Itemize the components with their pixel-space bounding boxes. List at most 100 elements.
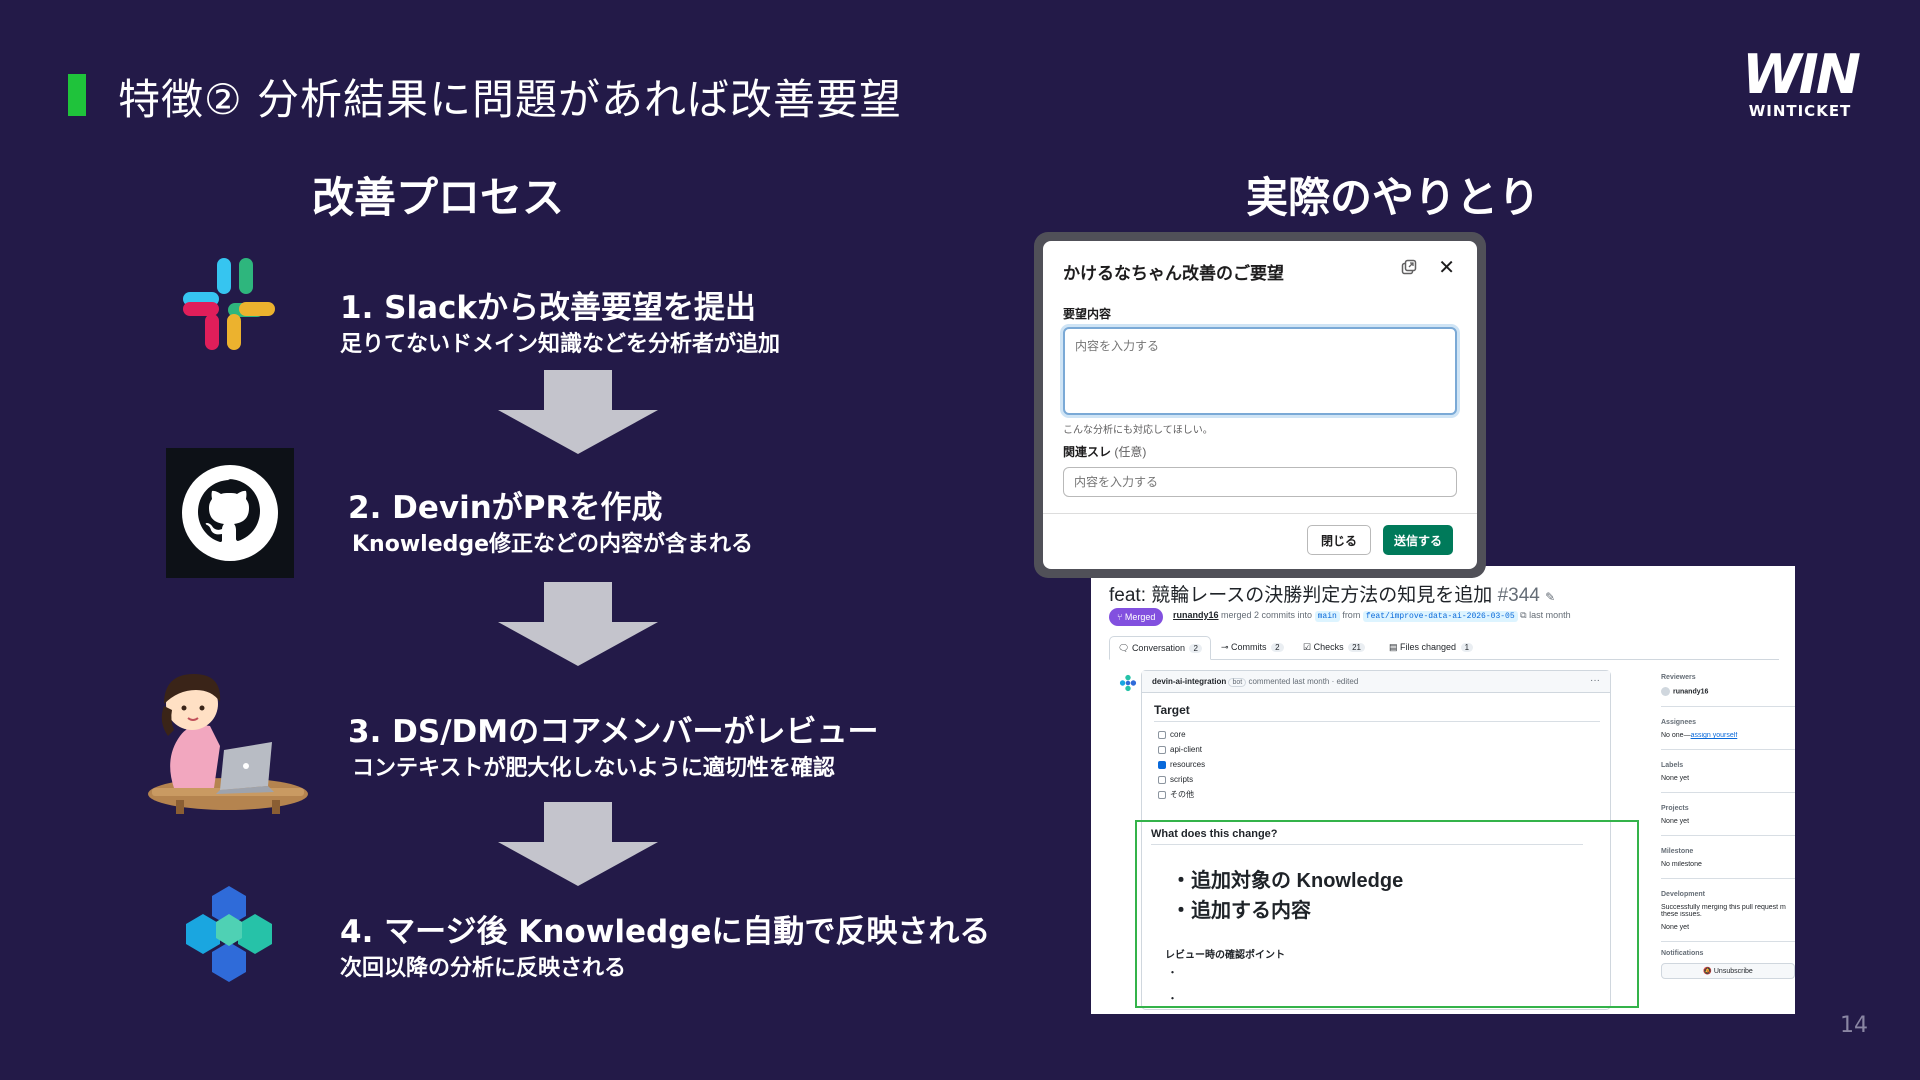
checkbox[interactable] xyxy=(1158,746,1166,754)
external-window-icon[interactable] xyxy=(1401,259,1417,275)
tab-count: 2 xyxy=(1189,644,1201,653)
pr-meta: runandy16 merged 2 commits into main fro… xyxy=(1173,610,1571,621)
sidebar-heading: Notifications xyxy=(1661,950,1795,957)
head-branch[interactable]: feat/improve-data-ai-2026-03-05 xyxy=(1363,611,1518,622)
tab-label: Checks xyxy=(1314,642,1344,652)
milestone-section[interactable]: Milestone No milestone xyxy=(1661,844,1795,879)
tab-files-changed[interactable]: ▤ Files changed 1 xyxy=(1381,636,1481,660)
labels-value: None yet xyxy=(1661,775,1795,782)
devin-avatar-icon xyxy=(1119,674,1137,692)
down-arrow-2 xyxy=(498,582,658,666)
checklist-item: core xyxy=(1158,727,1205,742)
checkbox[interactable] xyxy=(1158,776,1166,784)
step-1-title: 1. Slackから改善要望を提出 xyxy=(340,282,756,327)
projects-value: None yet xyxy=(1661,818,1795,825)
assign-yourself-link[interactable]: assign yourself xyxy=(1691,732,1738,739)
thread-input[interactable] xyxy=(1063,467,1457,497)
unsubscribe-label: Unsubscribe xyxy=(1714,968,1753,975)
what-heading: What does this change? xyxy=(1151,828,1278,840)
step-2-title: 2. DevinがPRを作成 xyxy=(348,482,662,527)
request-textarea[interactable] xyxy=(1063,327,1457,415)
checklist-label: その他 xyxy=(1170,790,1194,799)
checklist-label: api-client xyxy=(1170,745,1202,754)
down-arrow-1 xyxy=(498,370,658,454)
development-value: None yet xyxy=(1661,924,1795,931)
step-2-sub: Knowledge修正などの内容が含まれる xyxy=(352,526,753,558)
step-1-sub: 足りてないドメイン知識などを分析者が追加 xyxy=(340,326,780,358)
sidebar-heading: Milestone xyxy=(1661,848,1795,855)
copy-icon[interactable]: ⧉ xyxy=(1520,610,1526,620)
tab-count: 21 xyxy=(1348,643,1365,652)
down-arrow-3 xyxy=(498,802,658,886)
labels-section[interactable]: Labels None yet xyxy=(1661,758,1795,793)
github-icon xyxy=(166,448,294,578)
divider xyxy=(1151,844,1583,845)
checkbox[interactable] xyxy=(1158,731,1166,739)
close-icon[interactable]: ✕ xyxy=(1438,255,1455,280)
send-button[interactable]: 送信する xyxy=(1383,525,1453,555)
pr-tabs: 🗨 Conversation 2 ⊸ Commits 2 ☑ Checks 21… xyxy=(1109,636,1779,660)
merge-icon: ⑂ xyxy=(1117,612,1125,622)
comment-author[interactable]: devin-ai-integration xyxy=(1152,677,1226,686)
reviewer-value: runandy16 xyxy=(1661,687,1795,696)
pr-sidebar: Reviewers runandy16 Assignees No one—ass… xyxy=(1661,670,1795,979)
pr-meta-from: from xyxy=(1342,610,1360,620)
checklist-item: api-client xyxy=(1158,742,1205,757)
pr-time: last month xyxy=(1529,610,1571,620)
tab-label: Commits xyxy=(1231,642,1267,652)
modal-title: かけるなちゃん改善のご要望 xyxy=(1063,259,1284,284)
interaction-heading: 実際のやりとり xyxy=(1246,164,1540,225)
divider xyxy=(1154,721,1600,722)
projects-section[interactable]: Projects None yet xyxy=(1661,801,1795,836)
comment-header: devin-ai-integration bot commented last … xyxy=(1142,671,1610,693)
checkbox-checked[interactable] xyxy=(1158,761,1166,769)
checklist-label: resources xyxy=(1170,760,1205,769)
slack-icon xyxy=(183,258,275,350)
edit-pencil-icon[interactable]: ✎ xyxy=(1545,590,1555,604)
divider xyxy=(1043,513,1477,514)
merged-badge: ⑂ Merged xyxy=(1109,608,1163,626)
pr-author-link[interactable]: runandy16 xyxy=(1173,610,1219,620)
unsubscribe-button[interactable]: 🔕 Unsubscribe xyxy=(1661,963,1795,979)
winticket-logo: WIN WINTICKET xyxy=(1730,46,1870,120)
thread-field-label: 関連スレ (任意) xyxy=(1063,443,1146,460)
base-branch[interactable]: main xyxy=(1315,611,1340,622)
assignees-section[interactable]: Assignees No one—assign yourself xyxy=(1661,715,1795,750)
development-text: these issues. xyxy=(1661,911,1795,918)
close-button[interactable]: 閉じる xyxy=(1307,525,1371,555)
bot-badge: bot xyxy=(1228,678,1246,687)
tab-count: 2 xyxy=(1271,643,1283,652)
reviewer-illustration xyxy=(146,666,310,814)
devin-icon xyxy=(186,886,272,982)
development-section[interactable]: Development Successfully merging this pu… xyxy=(1661,887,1795,942)
github-icon-tile xyxy=(166,448,294,578)
more-options-icon[interactable]: ··· xyxy=(1590,675,1600,686)
tab-count: 1 xyxy=(1461,643,1473,652)
request-field-label: 要望内容 xyxy=(1063,305,1111,322)
step-3-sub: コンテキストが肥大化しないように適切性を確認 xyxy=(352,750,835,782)
optional-tag: (任意) xyxy=(1114,445,1146,459)
review-heading: レビュー時の確認ポイント xyxy=(1165,946,1285,961)
tab-label: Conversation xyxy=(1132,643,1185,653)
sidebar-heading: Development xyxy=(1661,891,1795,898)
title-accent-bar xyxy=(68,74,86,116)
slide-title: 特徴② 分析結果に問題があれば改善要望 xyxy=(118,66,902,127)
conversation-icon: 🗨 xyxy=(1118,643,1132,653)
comment-meta: commented last month · edited xyxy=(1248,677,1358,686)
slack-request-modal: かけるなちゃん改善のご要望 ✕ 要望内容 こんな分析にも対応してほしい。 関連ス… xyxy=(1043,241,1477,569)
tab-commits[interactable]: ⊸ Commits 2 xyxy=(1213,636,1292,660)
tab-conversation[interactable]: 🗨 Conversation 2 xyxy=(1109,636,1211,660)
pr-title-text: feat: 競輪レースの決勝判定方法の知見を追加 xyxy=(1109,585,1492,606)
reviewers-section[interactable]: Reviewers runandy16 xyxy=(1661,670,1795,707)
step-3-title: 3. DS/DMのコアメンバーがレビュー xyxy=(348,706,879,751)
pr-meta-text: merged 2 commits into xyxy=(1221,610,1312,620)
notifications-section: Notifications 🔕 Unsubscribe xyxy=(1661,950,1795,979)
tab-checks[interactable]: ☑ Checks 21 xyxy=(1295,636,1373,660)
checklist-label: core xyxy=(1170,730,1186,739)
commit-icon: ⊸ xyxy=(1221,642,1231,652)
reviewer-name: runandy16 xyxy=(1673,688,1708,695)
logo-text: WINTICKET xyxy=(1730,102,1870,120)
checkbox[interactable] xyxy=(1158,791,1166,799)
sidebar-heading: Reviewers xyxy=(1661,674,1795,681)
review-bullet: ・ xyxy=(1167,964,1178,980)
